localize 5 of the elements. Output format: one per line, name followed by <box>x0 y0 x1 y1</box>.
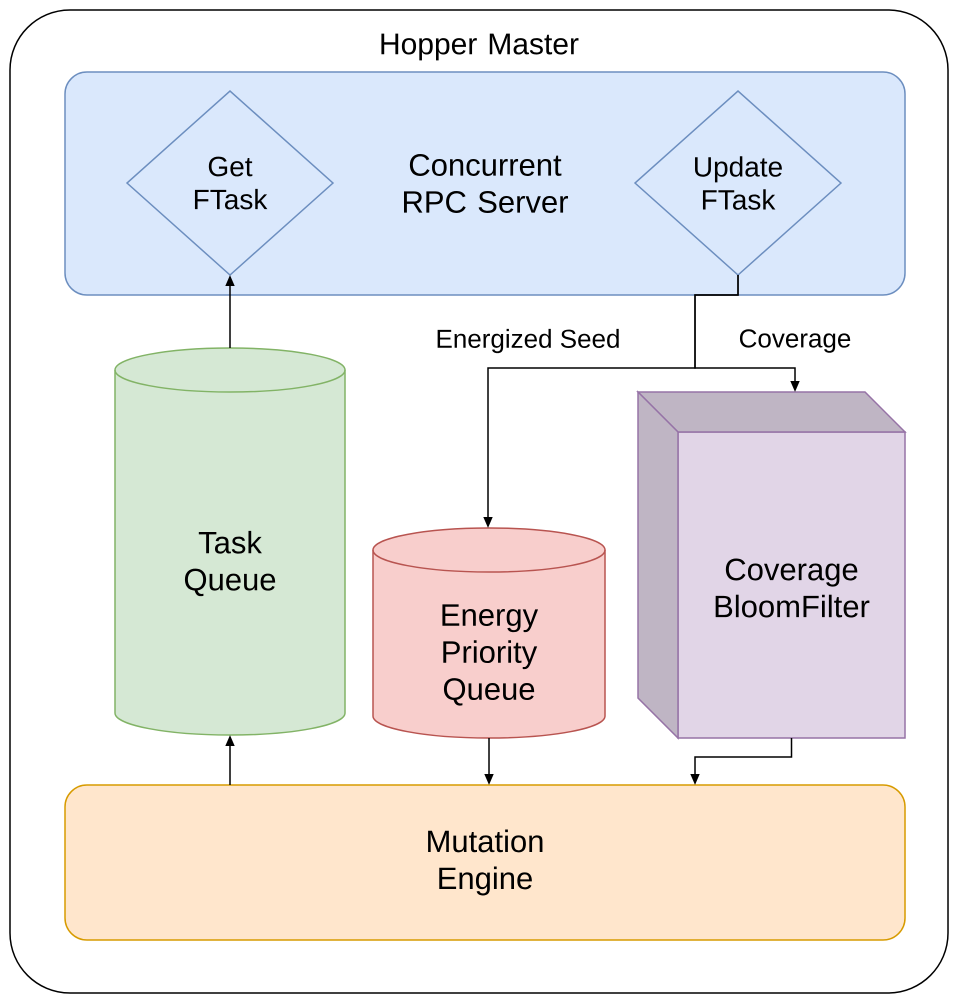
edge-label: Energized Seed <box>434 326 623 356</box>
cylinder: Task Queue <box>114 347 346 736</box>
edge-label: Coverage <box>736 327 854 355</box>
cylinder: Energy Priority Queue <box>372 527 606 739</box>
process-box: Mutation Engine <box>64 784 906 941</box>
